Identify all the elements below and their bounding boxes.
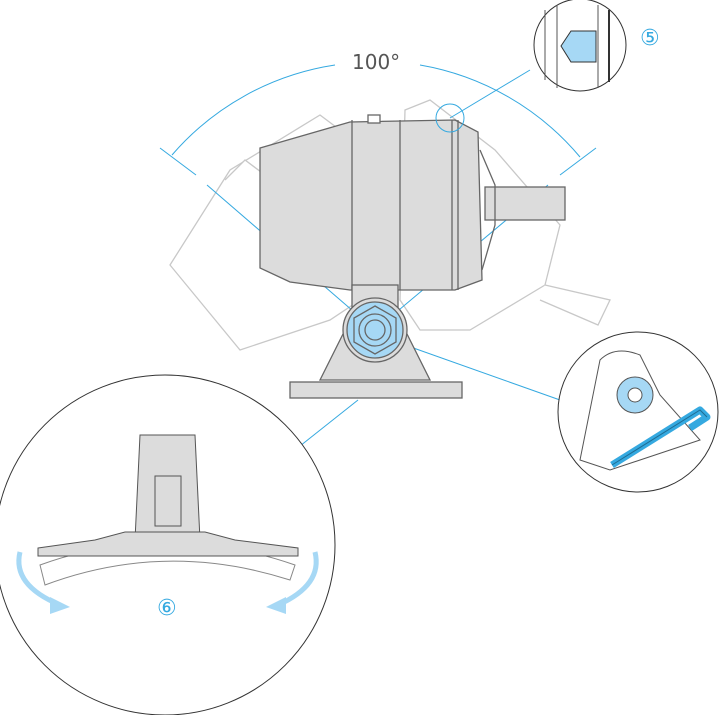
- rotation-angle-label: 100°: [352, 50, 401, 74]
- base-detail-callout: [0, 374, 336, 715]
- detail-5-callout: [533, 0, 627, 92]
- wrench-detail-callout: [557, 331, 719, 493]
- camera-body: [259, 114, 566, 399]
- detail-marker-circle: [435, 103, 465, 133]
- step-6-number: ⑥: [157, 596, 177, 621]
- step-5-number: ⑤: [640, 26, 660, 51]
